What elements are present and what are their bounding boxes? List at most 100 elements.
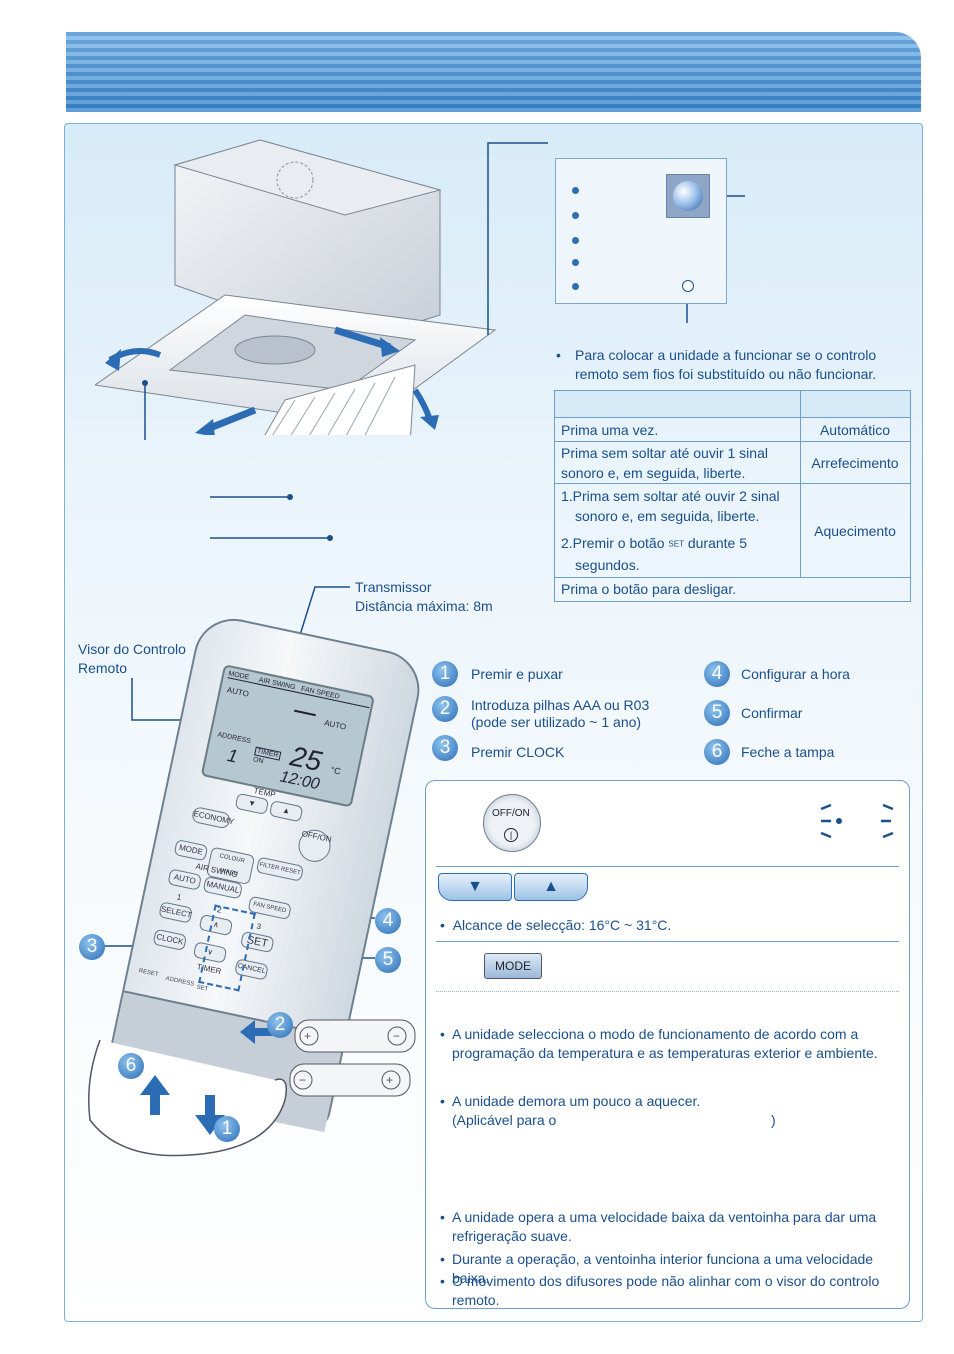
filter-reset-button[interactable]: FILTER RESET bbox=[255, 856, 305, 882]
clock-button[interactable]: CLOCK bbox=[152, 928, 188, 951]
dry-bullet-text: Durante a operação, a ventoinha interior… bbox=[452, 1251, 874, 1286]
temp-up-icon[interactable]: ▲ bbox=[514, 873, 588, 901]
lcd-address-label: ADDRESS bbox=[216, 731, 252, 746]
step-number: 2 bbox=[432, 696, 458, 722]
table-row-border bbox=[555, 577, 910, 578]
step-number: 5 bbox=[704, 700, 730, 726]
swing-auto-button[interactable]: AUTO bbox=[167, 868, 202, 891]
step-label: Feche a tampa bbox=[741, 744, 835, 760]
svg-text:+: + bbox=[386, 1073, 393, 1087]
step-label: Confirmar bbox=[741, 705, 803, 721]
lcd-fan-speed-label: FAN SPEED bbox=[300, 685, 341, 701]
table-cell-action: 2.Premir o botão SET durante 5 bbox=[561, 533, 747, 554]
table-cell-action: sonoro e, em seguida, liberte. bbox=[575, 508, 760, 524]
indicator-panel bbox=[555, 158, 727, 304]
set-small-button[interactable]: SET bbox=[195, 984, 209, 993]
table-cell-action: Prima sem soltar até ouvir 1 sinal bbox=[561, 445, 768, 461]
divider bbox=[436, 941, 899, 942]
callout-5: 5 bbox=[375, 947, 401, 973]
step-marker-3: 3 bbox=[255, 921, 262, 932]
lcd-on-label: ON bbox=[252, 756, 265, 766]
temp-down-icon[interactable]: ▼ bbox=[438, 873, 512, 901]
reset-button[interactable]: RESET bbox=[138, 968, 159, 979]
auto-switch-table: Prima uma vez. Automático Prima sem solt… bbox=[554, 390, 911, 602]
arrow-up-icon bbox=[140, 1075, 170, 1115]
mode-button-icon[interactable]: MODE bbox=[484, 953, 542, 979]
mode-button[interactable]: MODE bbox=[173, 839, 209, 862]
indicator-lamp bbox=[572, 259, 579, 266]
auto-switch-button[interactable] bbox=[682, 280, 694, 292]
step-number: 3 bbox=[432, 735, 458, 761]
beep-indicator-icon bbox=[820, 803, 894, 839]
batteries-illustration: + − − + bbox=[289, 1019, 416, 1097]
svg-text:−: − bbox=[393, 1029, 400, 1043]
remote-display-label: Visor do Controlo bbox=[78, 641, 186, 657]
transmitter-title: Transmissor bbox=[355, 579, 432, 595]
dry-bullet-text: refrigeração suave. bbox=[452, 1228, 572, 1244]
divider bbox=[436, 866, 899, 867]
svg-text:−: − bbox=[299, 1073, 306, 1087]
indicator-lamp bbox=[572, 212, 579, 219]
range-text: Alcance de selecção: 16°C ~ 31°C. bbox=[452, 917, 672, 933]
offon-label: OFF/ON bbox=[300, 829, 333, 845]
remote-lcd: MODE AIR SWING FAN SPEED AUTO AUTO ADDRE… bbox=[200, 664, 375, 808]
range-bullet: • Alcance de selecção: 16°C ~ 31°C. bbox=[440, 917, 672, 933]
table-row-border bbox=[555, 417, 910, 418]
callout-1: 1 bbox=[214, 1116, 240, 1142]
table-cell-action: segundos. bbox=[575, 557, 640, 573]
dry-bullet: • bbox=[440, 1251, 445, 1267]
table-cell-action: sonoro e, em seguida, liberte. bbox=[561, 465, 746, 481]
address-button[interactable]: ADDRESS bbox=[165, 975, 195, 988]
auto-bullet-text: programação da temperatura e as temperat… bbox=[452, 1045, 878, 1061]
lcd-air-swing-label: AIR SWING bbox=[257, 676, 296, 692]
lcd-mode-label: MODE bbox=[227, 670, 250, 682]
callout-4: 4 bbox=[375, 908, 401, 934]
auto-bullet: • bbox=[440, 1026, 445, 1042]
step-marker-1: 1 bbox=[175, 892, 183, 903]
indicator-lamp bbox=[572, 187, 579, 194]
heat-note-text: ) bbox=[771, 1112, 776, 1128]
table-cell-action: Prima o botão para desligar. bbox=[561, 581, 737, 597]
select-button[interactable]: SELECT bbox=[158, 901, 193, 924]
table-cell-mode: Arrefecimento bbox=[811, 455, 899, 471]
step-label: Premir e puxar bbox=[471, 666, 563, 682]
table-cell-mode: Automático bbox=[819, 422, 891, 438]
dotted-divider bbox=[436, 991, 899, 992]
table-divider bbox=[800, 391, 801, 577]
lcd-swing-icon bbox=[293, 709, 316, 717]
dry-bullet: • bbox=[440, 1273, 445, 1289]
step-label: Configurar a hora bbox=[741, 666, 850, 682]
indicator-bullet-text: Para colocar a unidade a funcionar se o … bbox=[575, 347, 877, 382]
callout-2: 2 bbox=[267, 1012, 293, 1038]
step-number: 4 bbox=[704, 661, 730, 687]
header-banner bbox=[66, 32, 921, 112]
heat-note-text: (Aplicável para o bbox=[452, 1112, 557, 1128]
dry-bullet-text: O movimento dos difusores pode não alinh… bbox=[452, 1273, 880, 1308]
step-label: (pode ser utilizado ~ 1 ano) bbox=[471, 714, 642, 730]
remote-offon-button[interactable]: OFF/ON bbox=[295, 826, 334, 865]
set-button-glyph: SET bbox=[668, 539, 684, 549]
lcd-mode-value: AUTO bbox=[226, 685, 250, 699]
offon-button[interactable]: OFF/ON | bbox=[483, 794, 541, 852]
callout-3: 3 bbox=[79, 934, 105, 960]
arrow-left-icon bbox=[240, 1020, 280, 1044]
table-cell-text: 2.Premir o botão bbox=[561, 535, 665, 551]
indicator-lamp bbox=[572, 237, 579, 244]
temp-up-button[interactable]: ▲ bbox=[268, 800, 304, 823]
heat-bullet-text: A unidade demora um pouco a aquecer. bbox=[452, 1093, 701, 1109]
step-label: Premir CLOCK bbox=[471, 744, 565, 760]
dry-bullet: • bbox=[440, 1209, 445, 1225]
lcd-fan-value: AUTO bbox=[323, 718, 347, 732]
indoor-unit-illustration bbox=[95, 139, 497, 435]
table-row-border bbox=[555, 441, 910, 442]
auto-bullet-text: A unidade selecciona o modo de funcionam… bbox=[452, 1026, 859, 1042]
economy-button[interactable]: ECONOMY bbox=[190, 805, 235, 830]
transmitter-distance: Distância máxima: 8m bbox=[355, 598, 493, 614]
power-icon: | bbox=[504, 828, 518, 842]
table-header bbox=[555, 391, 910, 417]
table-cell-text: durante 5 bbox=[687, 535, 748, 551]
indicator-lamp bbox=[572, 283, 579, 290]
hand-illustration bbox=[88, 1020, 287, 1157]
remote-sensor-icon bbox=[666, 174, 710, 218]
svg-text:+: + bbox=[304, 1029, 311, 1043]
